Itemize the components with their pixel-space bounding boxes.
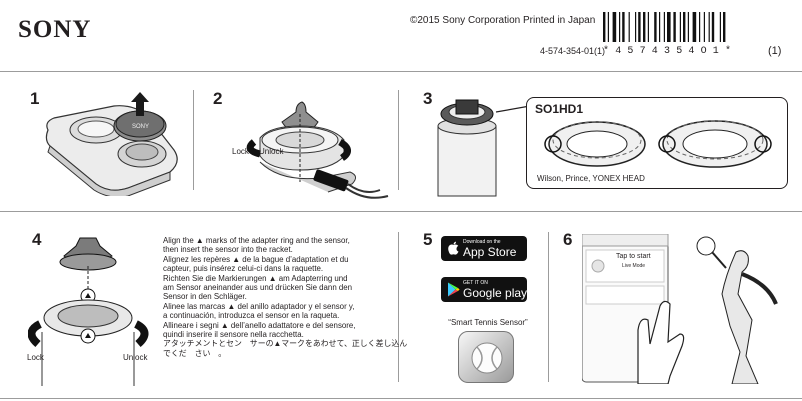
remote-cover-illustration: SONY xyxy=(45,92,178,196)
adapter-callout: SO1HD1 Wilson, Prince, YONEX HEAD xyxy=(526,97,788,189)
footer-divider xyxy=(0,398,802,399)
instruction-ja-2: でくだ さい 。 xyxy=(163,348,227,358)
phone-screen-subtitle: Live Mode xyxy=(622,263,646,269)
document-number: 4-574-354-01(1) xyxy=(540,46,606,56)
multilingual-instructions: Align the ▲ marks of the adapter ring an… xyxy=(163,236,408,358)
header: SONY ©2015 Sony Corporation Printed in J… xyxy=(0,0,802,70)
google-badge-title: Google play xyxy=(463,286,528,300)
sensor-attach-illustration xyxy=(246,101,389,199)
instruction-de-2: am Sensor aneinander aus und drücken Sie… xyxy=(163,283,353,293)
lock-label-step4: Lock xyxy=(27,353,44,362)
instruction-de-1: Richten Sie die Markierungen ▲ am Adapte… xyxy=(163,273,348,283)
instruction-de-3: Sensor in den Schläger. xyxy=(163,292,247,302)
unlock-label: Unlock xyxy=(259,147,284,156)
step-6-number: 6 xyxy=(563,230,573,249)
sony-logo: SONY xyxy=(18,16,92,43)
sensor-insert-illustration xyxy=(28,237,149,386)
step-4-number: 4 xyxy=(32,230,42,249)
adapter-rings-illustration xyxy=(544,120,772,168)
step-5-number: 5 xyxy=(423,230,433,249)
instruction-ja-1: アタッチメントとセン サーの▲マークをあわせて、正しく差し込ん xyxy=(163,339,408,349)
copyright-notice: ©2015 Sony Corporation Printed in Japan xyxy=(410,15,596,26)
app-name: “Smart Tennis Sensor” xyxy=(448,318,528,327)
smart-tennis-sensor-app-icon[interactable] xyxy=(458,331,514,383)
tennis-ball-icon xyxy=(471,342,503,374)
instruction-it-2: quindi inserire il sensore nella racchet… xyxy=(163,330,304,340)
column-divider xyxy=(398,90,399,190)
compatible-brands: Wilson, Prince, YONEX HEAD xyxy=(537,174,645,183)
instruction-en-1: Align the ▲ marks of the adapter ring an… xyxy=(163,236,350,245)
column-divider xyxy=(548,232,549,382)
instruction-fr-1: Alignez les repères ▲ de la bague d’adap… xyxy=(163,254,349,264)
column-divider xyxy=(398,232,399,382)
issue-number: (1) xyxy=(768,45,782,57)
google-badge-caption: GET IT ON xyxy=(463,280,488,286)
callout-title: SO1HD1 xyxy=(535,102,584,116)
row-divider xyxy=(0,211,802,212)
racket-grip-illustration xyxy=(437,99,530,197)
apple-icon xyxy=(448,241,459,255)
google-play-badge[interactable]: GET IT ON Google play xyxy=(441,277,527,302)
phone-screen-title: Tap to start xyxy=(616,253,651,260)
unlock-label-step4: Unlock xyxy=(123,353,148,362)
instruction-es-1: Alinee las marcas ▲ del anillo adaptador… xyxy=(163,301,355,311)
instruction-fr-2: capteur, puis insérez celui-ci dans la r… xyxy=(163,264,324,274)
app-store-badge[interactable]: Download on the App Store xyxy=(441,236,527,261)
column-divider xyxy=(193,90,194,190)
svg-text:SONY: SONY xyxy=(132,124,149,130)
lock-label: Lock xyxy=(232,147,249,156)
step-3-number: 3 xyxy=(423,89,433,108)
instruction-en-2: then insert the sensor into the racket. xyxy=(163,245,293,255)
instruction-it-1: Allineare i segni ▲ dell’anello adattato… xyxy=(163,320,356,330)
barcode-number: *4574354O1* xyxy=(603,46,738,57)
step-2-number: 2 xyxy=(213,89,223,108)
instruction-es-2: a continuación, introduzca el sensor en … xyxy=(163,311,340,321)
apple-badge-title: App Store xyxy=(463,245,517,259)
header-divider xyxy=(0,71,802,72)
phone-and-player-illustration xyxy=(582,234,778,384)
barcode-icon xyxy=(603,12,726,42)
step-1-number: 1 xyxy=(30,89,40,108)
apple-badge-caption: Download on the xyxy=(463,239,501,245)
google-play-icon xyxy=(448,282,460,297)
